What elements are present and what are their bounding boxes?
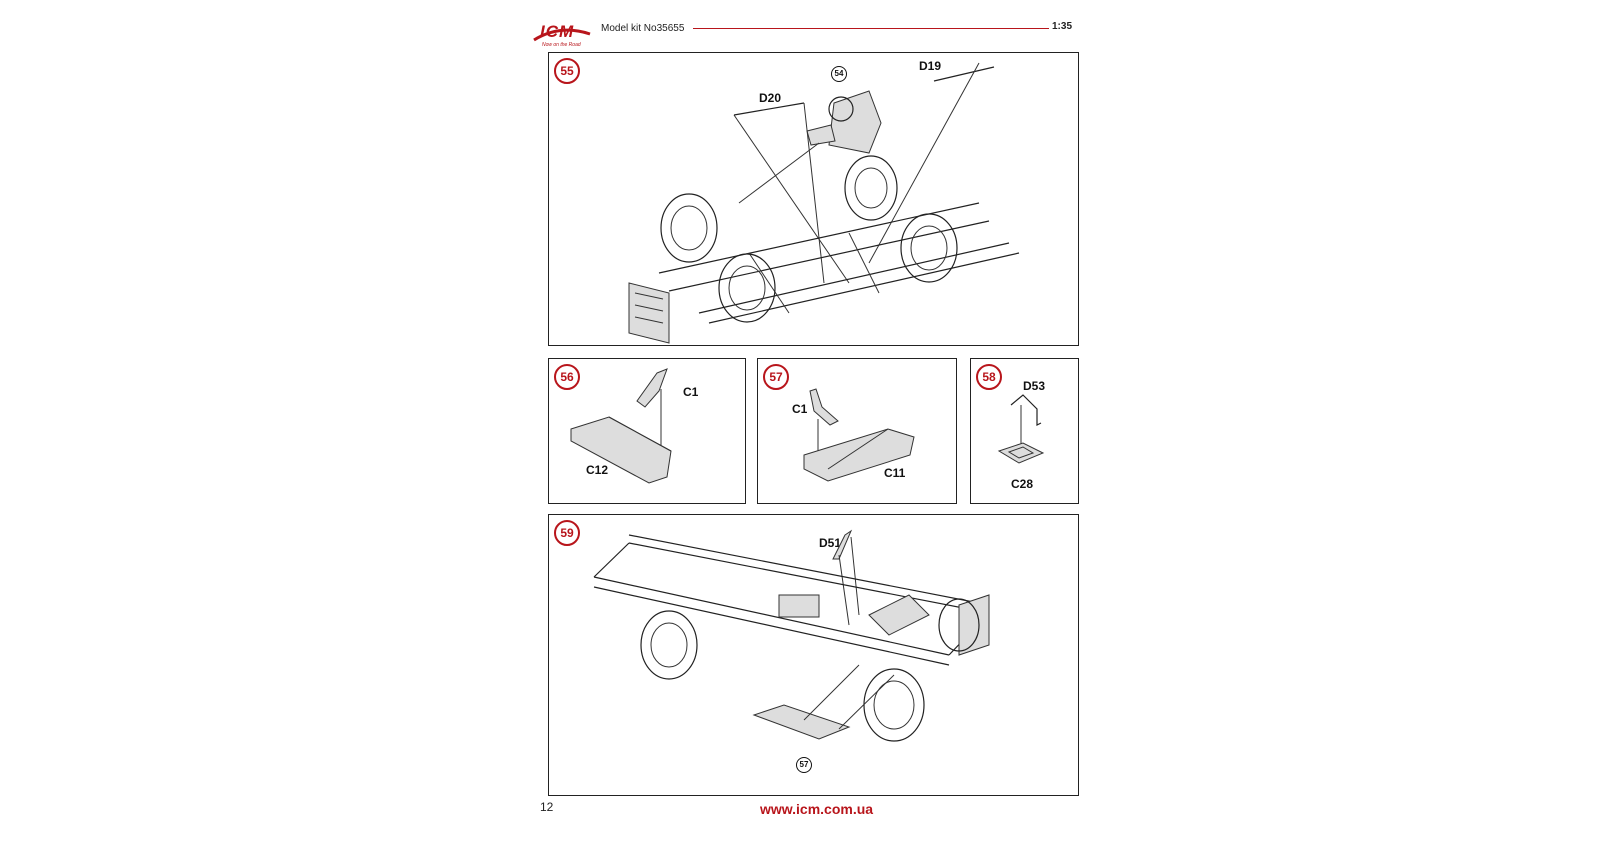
chassis-with-running-board-drawing	[593, 529, 990, 742]
part-label: C1	[792, 402, 808, 416]
icm-logo: ICM Now on the Road	[532, 20, 592, 50]
part-label: C11	[884, 466, 906, 480]
model-kit-title: Model kit No35655	[601, 23, 685, 34]
wheel-rear-left-icon	[844, 155, 898, 221]
step-number-badge: 59	[554, 520, 580, 546]
reference-marker: 57	[796, 757, 812, 773]
step-58-panel: 58 D53 C28	[970, 358, 1079, 504]
part-label: D20	[759, 91, 782, 105]
part-label: C28	[1011, 477, 1034, 491]
step-59-panel: 59 D51 57	[548, 514, 1079, 796]
step-number-badge: 55	[554, 58, 580, 84]
logo-swoosh-icon	[533, 28, 591, 42]
wheel-rear-icon	[938, 598, 980, 652]
wheel-front-left-icon	[660, 193, 718, 263]
step-56-panel: 56 C1 C12	[548, 358, 746, 504]
wheel-front-right-icon	[863, 668, 925, 742]
step-58-drawing	[997, 394, 1045, 464]
step-number-badge: 56	[554, 364, 580, 390]
step-56-drawing	[570, 368, 672, 484]
wheel-rear-right-icon	[900, 213, 958, 283]
step-55-panel: 55 54 D20 D19	[548, 52, 1079, 346]
part-label: C12	[586, 463, 609, 477]
scale-label: 1:35	[1052, 21, 1073, 32]
part-label: D53	[1023, 379, 1046, 393]
part-label: D51	[819, 536, 842, 550]
part-label: D19	[919, 59, 942, 73]
step-57-panel: 57 C1 C11	[757, 358, 957, 504]
wheel-front-left-icon	[640, 610, 698, 680]
part-label: C1	[683, 385, 699, 399]
page-number: 12	[540, 800, 554, 814]
header-rule	[693, 28, 1049, 29]
website-link[interactable]: www.icm.com.ua	[760, 801, 874, 817]
step-number-badge: 57	[763, 364, 789, 390]
step-number-badge: 58	[976, 364, 1002, 390]
logo-slogan: Now on the Road	[542, 42, 581, 48]
wheel-front-right-icon	[718, 253, 776, 323]
reference-marker: 54	[831, 66, 847, 82]
logo-text: ICM	[540, 22, 575, 41]
chassis-assembly-drawing	[628, 62, 1020, 344]
step-57-drawing	[803, 388, 915, 482]
